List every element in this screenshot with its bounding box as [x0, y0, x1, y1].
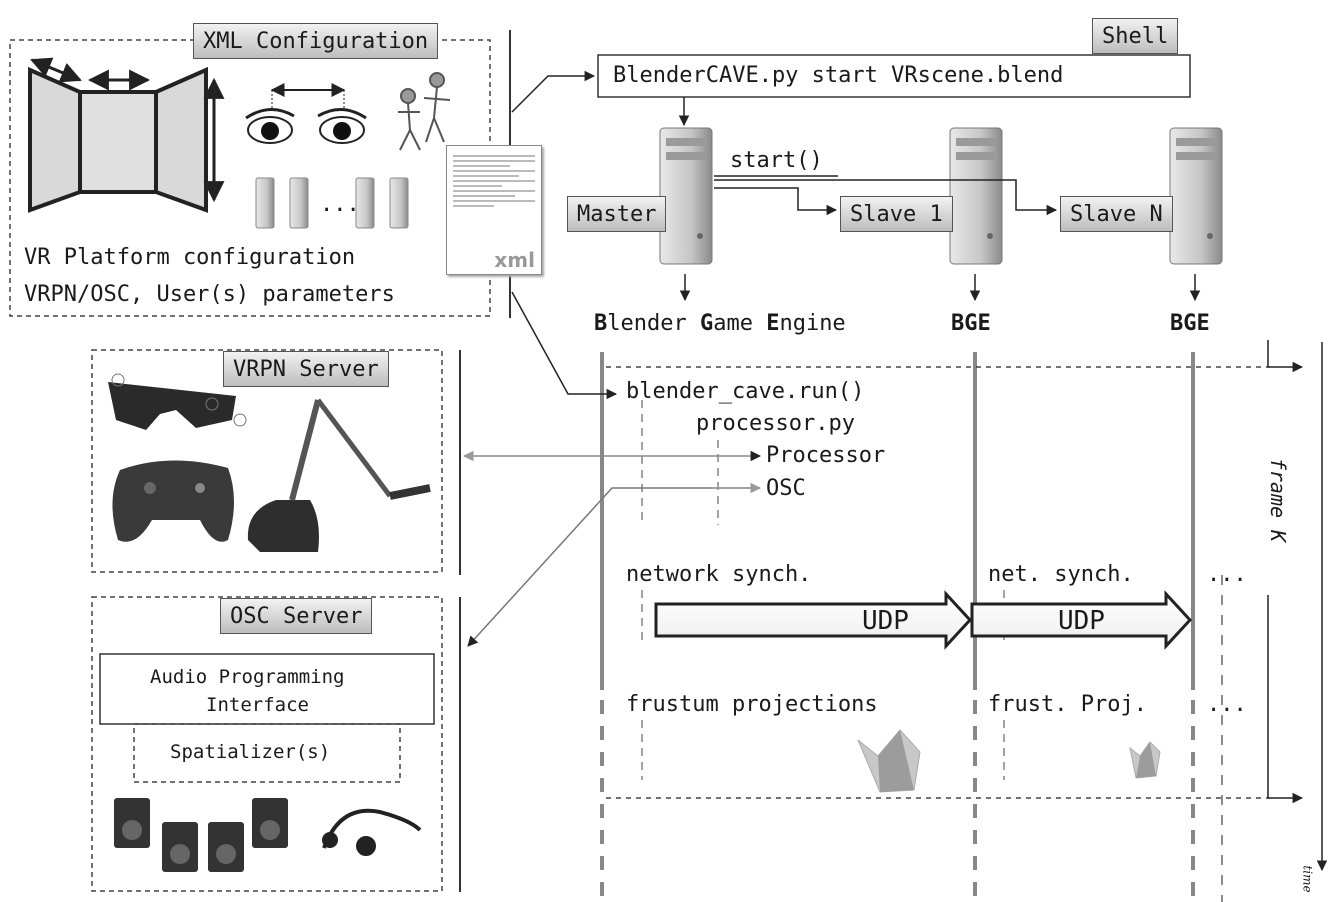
bge-label-2: BGE: [1170, 311, 1210, 336]
slaveN-server-icon: [1169, 127, 1223, 265]
udp-arrow-2: [970, 590, 1193, 650]
net-synch-label: net. synch.: [988, 562, 1134, 587]
eyes-icon: [245, 83, 367, 144]
run-label: blender_cave.run(): [626, 379, 865, 404]
users-icon: [398, 72, 451, 151]
xml-file-label: xml: [494, 248, 535, 272]
dots-label-1: ...: [1207, 562, 1247, 587]
headphones-icon: [322, 808, 422, 856]
shell-command: BlenderCAVE.py start VRscene.blend: [613, 63, 1064, 88]
slaveN-node: Slave N: [1060, 196, 1173, 232]
xml-config-title: XML Configuration: [193, 23, 439, 59]
api-line-1: Audio Programming: [150, 666, 345, 688]
haptic-arm-icon: [247, 398, 431, 552]
osc-arrow: [467, 487, 760, 647]
speakers-icon: [114, 798, 288, 872]
xml-file-icon: xml: [446, 145, 542, 275]
slave1-node: Slave 1: [840, 196, 953, 232]
3d-glasses-icon: [108, 373, 247, 430]
frust-proj-label: frust. Proj.: [988, 692, 1147, 717]
processor-py-label: processor.py: [696, 411, 855, 436]
shell-command-box: [597, 54, 1191, 98]
frustum-icon-large: [857, 729, 921, 793]
udp-label-2: UDP: [1058, 606, 1105, 636]
start-call-label: start(): [730, 148, 823, 173]
frame-bracket: [606, 340, 1328, 872]
network-synch-label: network synch.: [626, 562, 812, 587]
master-node: Master: [567, 196, 667, 232]
api-line-2: Interface: [206, 694, 309, 716]
gamepad-icon: [112, 460, 234, 542]
spatializer-label: Spatializer(s): [170, 741, 331, 763]
start-arrows: [714, 175, 1058, 216]
lifelines: [600, 352, 1223, 902]
xml-to-shell-arrow: [511, 70, 596, 113]
dots-label-2: ...: [1207, 692, 1247, 717]
frustum-projections-label: frustum projections: [626, 692, 878, 717]
osc-server-title: OSC Server: [220, 598, 373, 634]
processor-label: Processor: [766, 443, 886, 468]
bge-label-1: BGE: [951, 311, 991, 336]
master-server-icon: [659, 127, 713, 265]
vrpn-panel: [91, 349, 461, 575]
osc-panel: [91, 596, 461, 892]
osc-label: OSC: [766, 476, 806, 501]
vrpn-server-title: VRPN Server: [223, 351, 389, 387]
udp-label-1: UDP: [862, 606, 909, 636]
frustum-icon-small: [1129, 741, 1161, 779]
ellipsis-label: ...: [320, 192, 360, 217]
xml-to-run-arrow: [511, 291, 618, 400]
cave-screens-icon: [28, 57, 225, 213]
vrpn-osc-params-label: VRPN/OSC, User(s) parameters: [24, 282, 395, 307]
time-label: time: [1300, 865, 1315, 893]
udp-arrow-1: [654, 590, 973, 650]
vr-platform-config-label: VR Platform configuration: [24, 245, 356, 270]
slave1-server-icon: [949, 127, 1003, 265]
shell-title: Shell: [1092, 18, 1179, 54]
frame-k-label: frame K: [1266, 457, 1291, 543]
cluster-computers-icon: [255, 177, 409, 229]
blender-game-engine-label: Blender Game Engine: [594, 311, 846, 336]
